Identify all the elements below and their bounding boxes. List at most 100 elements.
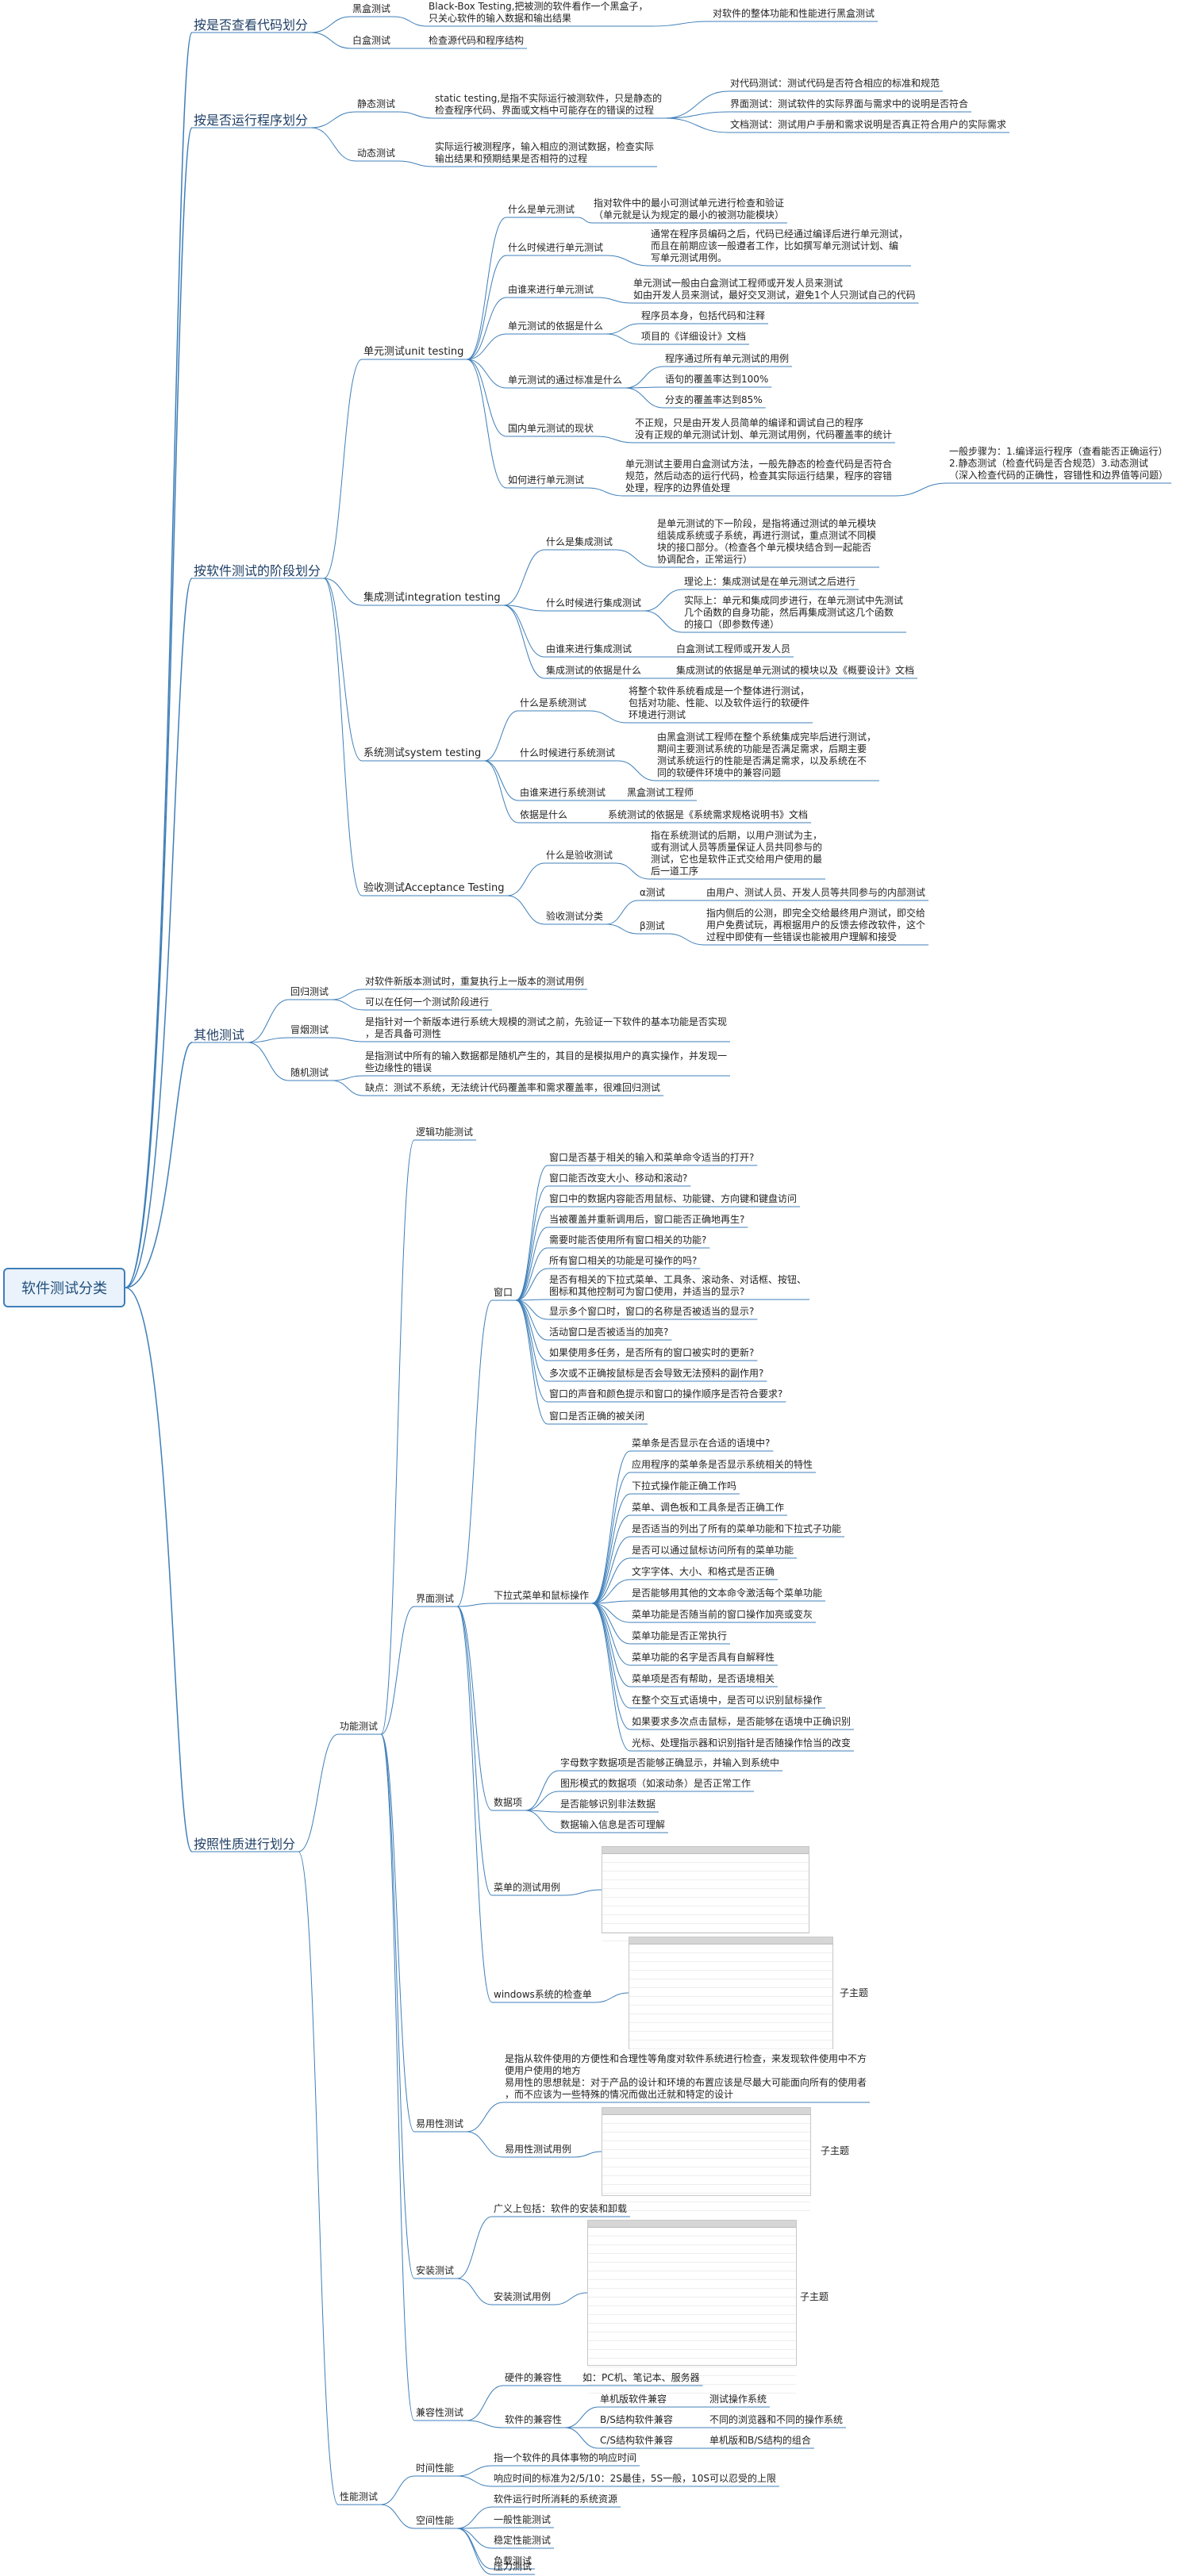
unit-when[interactable]: 什么时候进行单元测试 bbox=[508, 242, 604, 253]
integ-who[interactable]: 由谁来进行集成测试 bbox=[546, 643, 632, 655]
sys-basis[interactable]: 依据是什么 bbox=[520, 809, 568, 820]
system-test-node[interactable]: 系统测试system testing bbox=[363, 747, 482, 759]
logic-function-test[interactable]: 逻辑功能测试 bbox=[416, 1127, 474, 1138]
data-check-item: 数据输入信息是否可理解 bbox=[560, 1819, 666, 1830]
sw-compat-cs[interactable]: C/S结构软件兼容 bbox=[600, 2435, 674, 2446]
compat-test-node[interactable]: 兼容性测试 bbox=[416, 2407, 464, 2418]
functional-test-node[interactable]: 功能测试 bbox=[340, 1721, 379, 1732]
unit-test-node[interactable]: 单元测试unit testing bbox=[363, 346, 464, 358]
ui-test-node[interactable]: 界面测试 bbox=[416, 1593, 455, 1604]
usability-test-case-node[interactable]: 易用性测试用例 bbox=[505, 2144, 572, 2155]
branch-by-nature[interactable]: 按照性质进行划分 bbox=[194, 1837, 296, 1852]
unit-status-answer: 不正规，只是由开发人员简单的编译和调试自己的程序 没有正规的单元测试计划、单元测… bbox=[635, 417, 893, 440]
white-box-node[interactable]: 白盒测试 bbox=[352, 35, 391, 46]
acc-kinds[interactable]: 验收测试分类 bbox=[546, 911, 604, 922]
sys-what[interactable]: 什么是系统测试 bbox=[520, 697, 587, 708]
branch-view-code[interactable]: 按是否查看代码划分 bbox=[194, 17, 309, 33]
integ-who-answer: 白盒测试工程师或开发人员 bbox=[676, 643, 791, 655]
static-item: 文档测试：测试用户手册和需求说明是否真正符合用户的实际需求 bbox=[730, 119, 1007, 130]
menu-check-item: 菜单功能的名字是否具有自解释性 bbox=[632, 1652, 775, 1663]
acceptance-test-node[interactable]: 验收测试Acceptance Testing bbox=[363, 882, 505, 894]
branch-run-program[interactable]: 按是否运行程序划分 bbox=[194, 113, 309, 128]
install-test-node[interactable]: 安装测试 bbox=[416, 2265, 455, 2276]
random-test-node[interactable]: 随机测试 bbox=[290, 1067, 329, 1078]
space-perf-node[interactable]: 空间性能 bbox=[416, 2515, 455, 2526]
unit-how-note: 一般步骤为：1.编译运行程序（查看能否正确运行） 2.静态测试（检查代码是否合规… bbox=[949, 446, 1169, 481]
dynamic-test-desc: 实际运行被测程序，输入相应的测试数据，检查实际 输出结果和预期结果是否相符的过程 bbox=[435, 141, 655, 164]
static-test-node[interactable]: 静态测试 bbox=[357, 98, 396, 109]
perf-item: 负载测试 bbox=[494, 2555, 532, 2566]
unit-pass[interactable]: 单元测试的通过标准是什么 bbox=[508, 374, 623, 386]
integration-test-node[interactable]: 集成测试integration testing bbox=[363, 592, 501, 604]
time-perf-answer: 指一个软件的具体事物的响应时间 bbox=[494, 2452, 637, 2463]
menu-check-item: 菜单、调色板和工具条是否正确工作 bbox=[632, 1502, 785, 1513]
performance-test-node[interactable]: 性能测试 bbox=[340, 2491, 379, 2502]
perf-item: 稳定性能测试 bbox=[494, 2535, 552, 2546]
menu-check-item: 菜单功能是否正常执行 bbox=[632, 1630, 728, 1641]
sw-compat-bs[interactable]: B/S结构软件兼容 bbox=[600, 2414, 673, 2425]
random-answer: 缺点：测试不系统，无法统计代码覆盖率和需求覆盖率，很难回归测试 bbox=[365, 1082, 661, 1093]
usability-test-node[interactable]: 易用性测试 bbox=[416, 2118, 464, 2129]
integ-basis[interactable]: 集成测试的依据是什么 bbox=[546, 665, 642, 676]
integ-what[interactable]: 什么是集成测试 bbox=[546, 536, 613, 547]
window-node[interactable]: 窗口 bbox=[494, 1287, 513, 1298]
integ-when[interactable]: 什么时候进行集成测试 bbox=[546, 597, 642, 608]
windows-checklist-node[interactable]: windows系统的检查单 bbox=[494, 1989, 592, 2000]
black-box-node[interactable]: 黑盒测试 bbox=[352, 3, 391, 14]
usability-test-case-table bbox=[602, 2107, 811, 2211]
unit-what-answer: 指对软件中的最小可测试单元进行检查和验证 （单元就是认为规定的最小的被测功能模块… bbox=[594, 198, 785, 221]
integ-when-answer: 理论上：集成测试是在单元测试之后进行 bbox=[684, 576, 856, 587]
sys-when-answer: 由黑盒测试工程师在整个系统集成完毕后进行测试， 期间主要测试系统的功能是否满足需… bbox=[657, 731, 877, 778]
smoke-answer: 是指针对一个新版本进行系统大规模的测试之前，先验证一下软件的基本功能是否实现 ，… bbox=[365, 1016, 728, 1039]
branch-test-stage[interactable]: 按软件测试的阶段划分 bbox=[194, 563, 321, 578]
menu-check-item: 在整个交互式语境中，是否可以识别鼠标操作 bbox=[632, 1695, 823, 1706]
menu-mouse-node[interactable]: 下拉式菜单和鼠标操作 bbox=[494, 1590, 590, 1601]
alpha-test-answer: 由用户、测试人员、开发人员等共同参与的内部测试 bbox=[706, 887, 926, 898]
static-item: 界面测试：测试软件的实际界面与需求中的说明是否符合 bbox=[730, 98, 969, 109]
menu-check-item: 是否适当的列出了所有的菜单功能和下拉式子功能 bbox=[632, 1523, 842, 1534]
unit-status[interactable]: 国内单元测试的现状 bbox=[508, 423, 594, 434]
sys-when[interactable]: 什么时候进行系统测试 bbox=[520, 747, 616, 758]
data-check-item: 图形模式的数据项（如滚动条）是否正常工作 bbox=[560, 1778, 752, 1789]
black-box-desc: Black-Box Testing,把被测的软件看作一个黑盒子， 只关心软件的输… bbox=[429, 1, 648, 24]
unit-how[interactable]: 如何进行单元测试 bbox=[508, 474, 585, 486]
regression-test-node[interactable]: 回归测试 bbox=[290, 986, 329, 997]
install-test-case-table bbox=[587, 2220, 797, 2394]
space-perf-answer: 软件运行时所消耗的系统资源 bbox=[494, 2493, 618, 2505]
beta-test-node[interactable]: β测试 bbox=[640, 920, 665, 931]
window-check-item: 显示多个窗口时，窗口的名称是否被适当的显示? bbox=[549, 1306, 755, 1317]
menu-check-item: 文字字体、大小、和格式是否正确 bbox=[632, 1566, 775, 1577]
sw-compat-node[interactable]: 软件的兼容性 bbox=[505, 2414, 563, 2425]
window-check-item: 活动窗口是否被适当的加亮? bbox=[549, 1326, 669, 1338]
unit-basis[interactable]: 单元测试的依据是什么 bbox=[508, 321, 604, 332]
sys-who-answer: 黑盒测试工程师 bbox=[627, 787, 694, 798]
dynamic-test-node[interactable]: 动态测试 bbox=[357, 148, 396, 159]
menu-test-case-node[interactable]: 菜单的测试用例 bbox=[494, 1882, 561, 1893]
unit-basis-answer: 项目的《详细设计》文档 bbox=[641, 331, 747, 342]
sys-who[interactable]: 由谁来进行系统测试 bbox=[520, 787, 606, 798]
hw-compat-node[interactable]: 硬件的兼容性 bbox=[505, 2372, 563, 2383]
static-item: 对代码测试：测试代码是否符合相应的标准和规范 bbox=[730, 78, 940, 89]
install-test-case-node[interactable]: 安装测试用例 bbox=[494, 2291, 552, 2302]
time-perf-node[interactable]: 时间性能 bbox=[416, 2463, 455, 2474]
acc-what[interactable]: 什么是验收测试 bbox=[546, 850, 613, 861]
data-item-node[interactable]: 数据项 bbox=[494, 1797, 523, 1808]
beta-test-answer: 指内侧后的公测，即完全交给最终用户测试，即交给 用户免费试玩，再根据用户的反馈去… bbox=[706, 908, 926, 942]
root-label: 软件测试分类 bbox=[21, 1280, 107, 1297]
unit-what[interactable]: 什么是单元测试 bbox=[508, 204, 575, 215]
regression-answer: 对软件新版本测试时，重复执行上一版本的测试用例 bbox=[365, 976, 585, 987]
smoke-test-node[interactable]: 冒烟测试 bbox=[290, 1024, 329, 1035]
menu-check-item: 下拉式操作能正确工作吗 bbox=[632, 1480, 737, 1491]
subtopic-label: 子主题 bbox=[800, 2291, 829, 2302]
white-box-desc: 检查源代码和程序结构 bbox=[429, 35, 525, 46]
unit-basis-answer: 程序员本身，包括代码和注释 bbox=[641, 310, 766, 321]
unit-who[interactable]: 由谁来进行单元测试 bbox=[508, 284, 594, 295]
menu-check-item: 是否能够用其他的文本命令激活每个菜单功能 bbox=[632, 1587, 823, 1599]
branch-other-tests[interactable]: 其他测试 bbox=[194, 1027, 245, 1042]
menu-check-item: 是否可以通过鼠标访问所有的菜单功能 bbox=[632, 1545, 794, 1556]
alpha-test-node[interactable]: α测试 bbox=[640, 887, 665, 898]
sw-compat-standalone[interactable]: 单机版软件兼容 bbox=[600, 2394, 667, 2405]
window-check-item: 窗口是否正确的被关闭 bbox=[549, 1411, 645, 1422]
root-node[interactable]: 软件测试分类 bbox=[3, 1268, 125, 1307]
